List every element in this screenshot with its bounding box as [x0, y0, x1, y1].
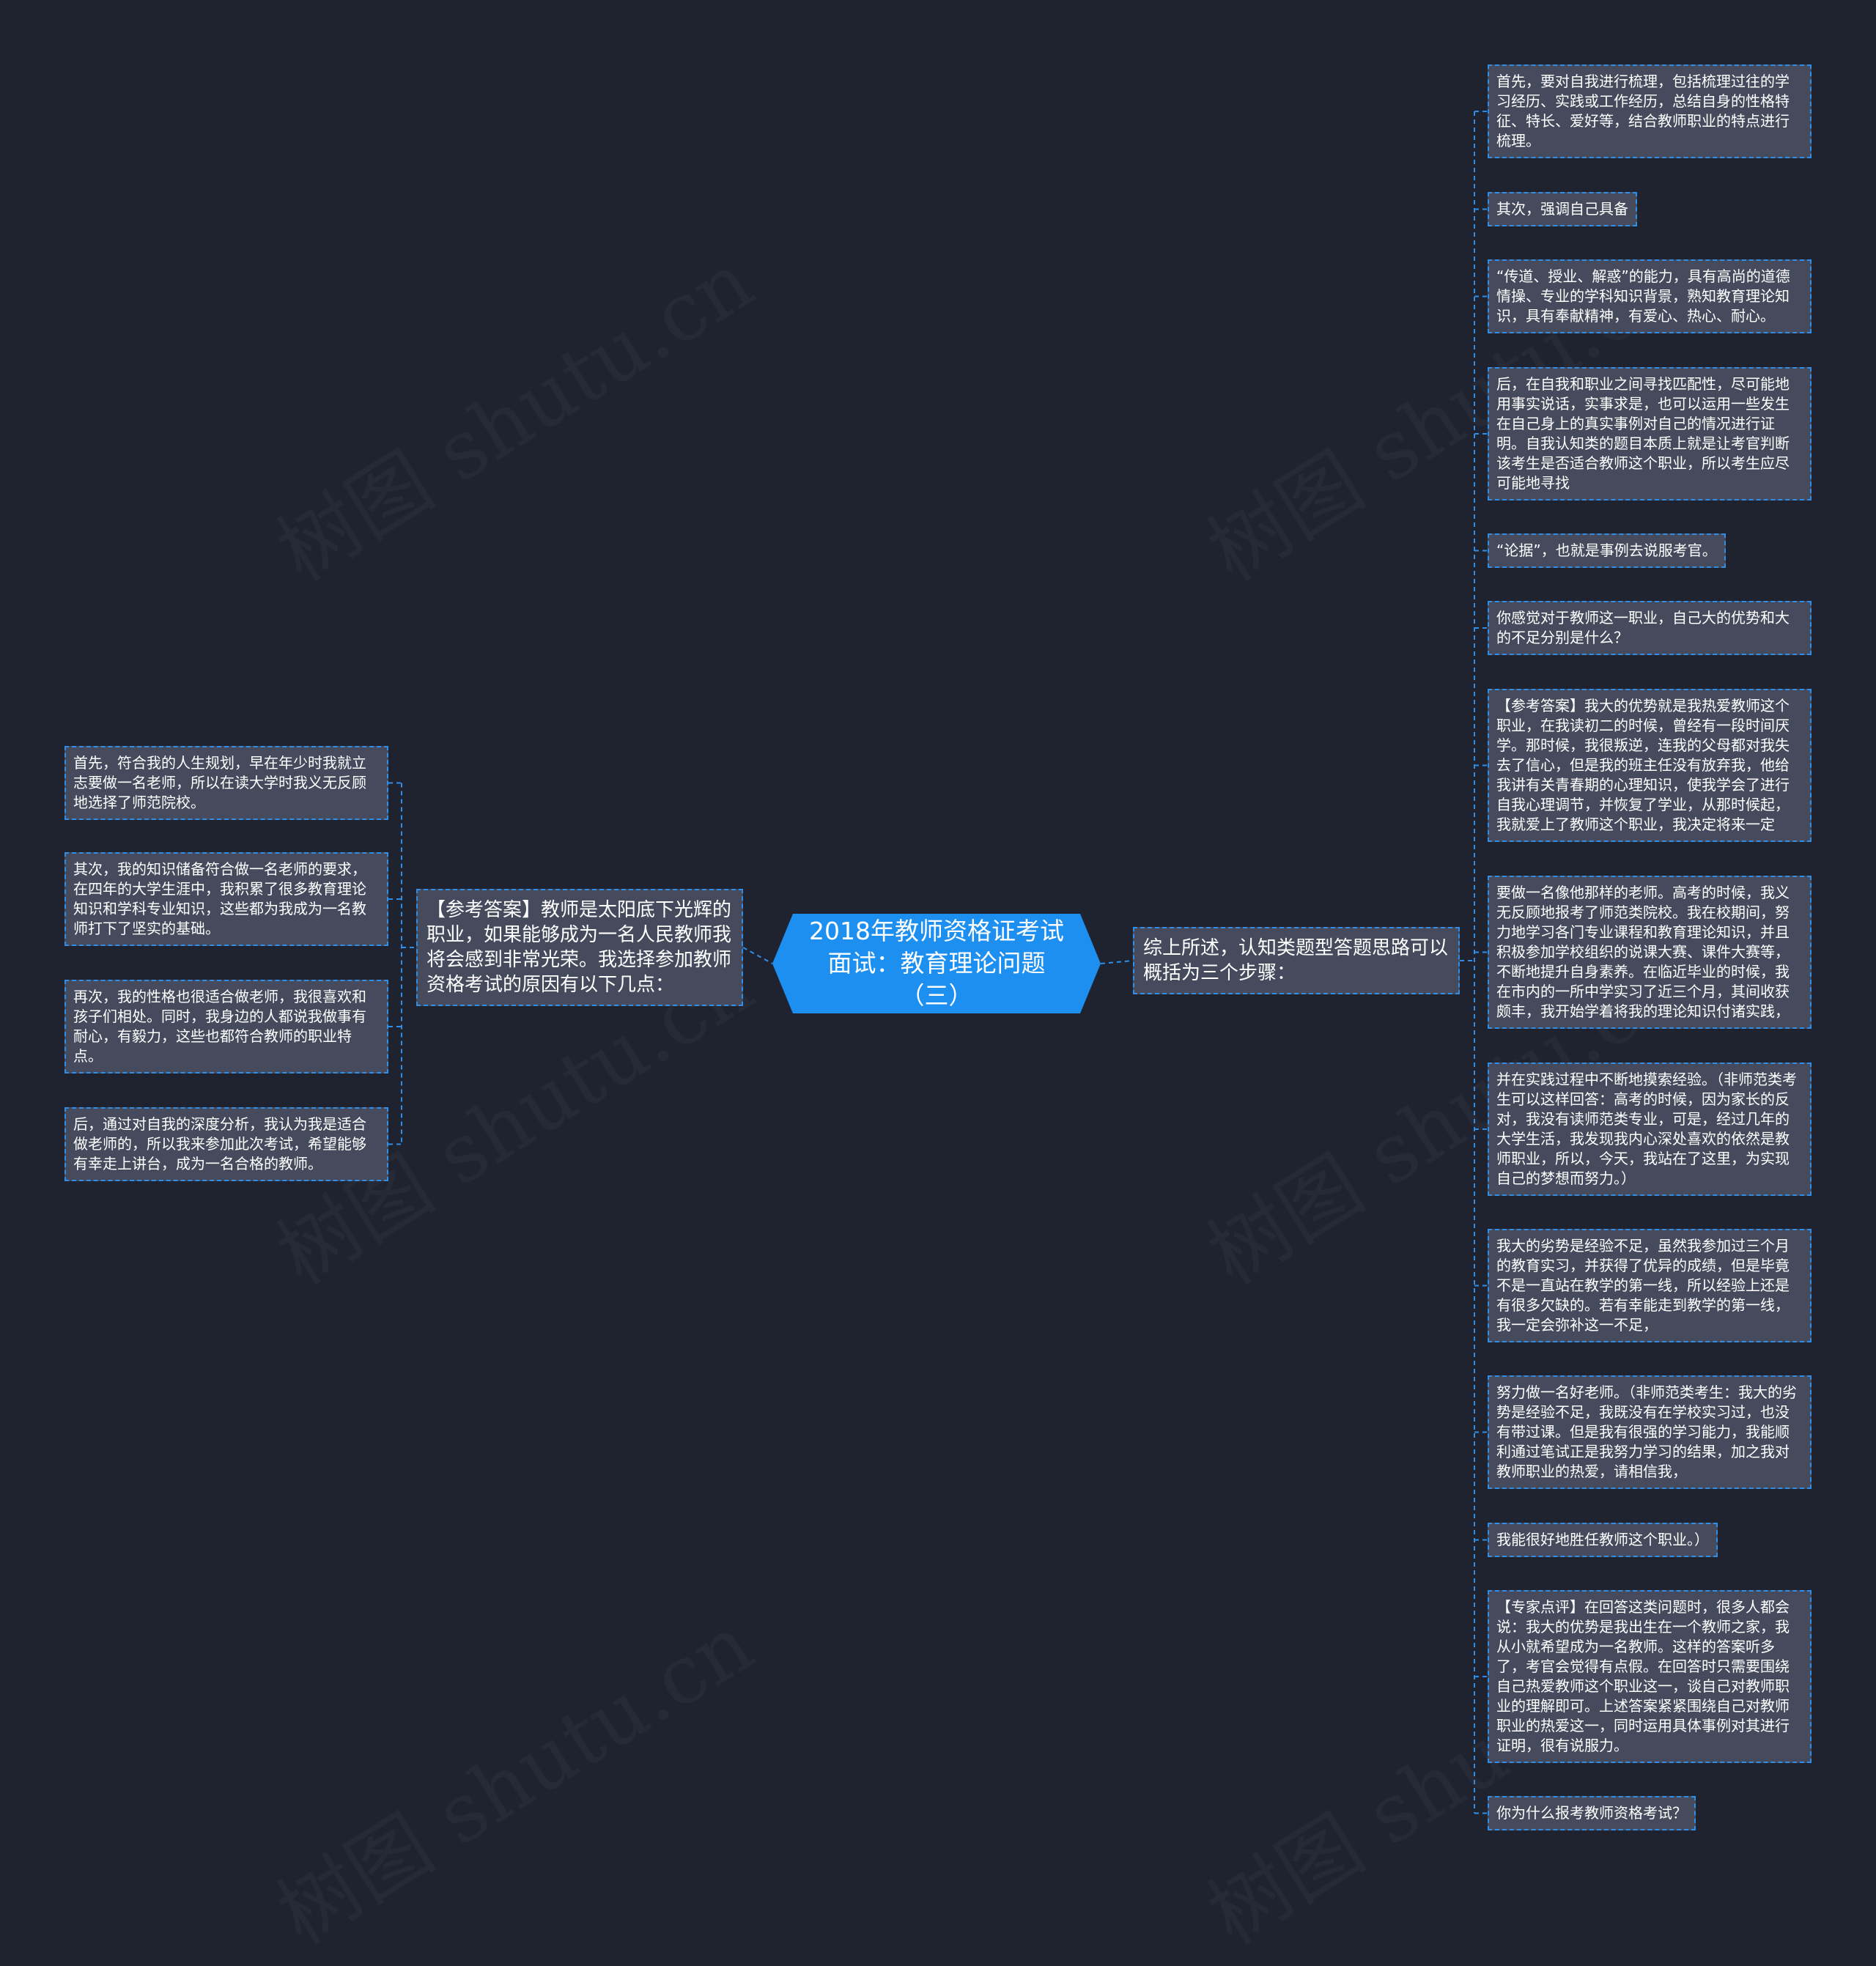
- right-leaf-node[interactable]: 我大的劣势是经验不足，虽然我参加过三个月的教育实习，并获得了优异的成绩，但是毕竟…: [1488, 1229, 1812, 1342]
- root-node[interactable]: 2018年教师资格证考试面试：教育理论问题（三）: [772, 914, 1101, 1013]
- right-leaf-node[interactable]: 其次，强调自己具备: [1488, 192, 1637, 226]
- right-main-node[interactable]: 综上所述，认知类题型答题思路可以概括为三个步骤：: [1133, 927, 1460, 994]
- mind-map-canvas: 树图 shutu.cn 树图 shutu.cn 树图 shutu.cn 树图 s…: [64, 64, 1812, 1830]
- right-leaf-node[interactable]: 我能很好地胜任教师这个职业。）: [1488, 1523, 1718, 1557]
- left-leaf-node[interactable]: 其次，我的知识储备符合做一名老师的要求，在四年的大学生涯中，我积累了很多教育理论…: [64, 852, 388, 946]
- left-leaf-node[interactable]: 再次，我的性格也很适合做老师，我很喜欢和孩子们相处。同时，我身边的人都说我做事有…: [64, 980, 388, 1073]
- connector-line: [742, 947, 773, 964]
- right-leaf-node[interactable]: 你为什么报考教师资格考试？: [1488, 1796, 1696, 1830]
- right-leaf-node[interactable]: 【参考答案】我大的优势就是我热爱教师这个职业，在我读初二的时候，曾经有一段时间厌…: [1488, 689, 1812, 842]
- connector-line: [1100, 960, 1134, 964]
- connector-lines: [388, 111, 1488, 1814]
- left-leaf-node[interactable]: 首先，符合我的人生规划，早在年少时我就立志要做一名老师，所以在读大学时我义无反顾…: [64, 746, 388, 820]
- right-leaf-node[interactable]: “传道、授业、解惑”的能力，具有高尚的道德情操、专业的学科知识背景，熟知教育理论…: [1488, 259, 1812, 333]
- right-leaf-node[interactable]: “论据”，也就是事例去说服考官。: [1488, 533, 1726, 568]
- right-leaf-node[interactable]: 要做一名像他那样的老师。高考的时候，我义无反顾地报考了师范类院校。我在校期间，努…: [1488, 876, 1812, 1029]
- left-leaf-node[interactable]: 后，通过对自我的深度分析，我认为我是适合做老师的，所以我来参加此次考试，希望能够…: [64, 1107, 388, 1181]
- right-leaf-node[interactable]: 并在实践过程中不断地摸索经验。（非师范类考生可以这样回答：高考的时候，因为家长的…: [1488, 1063, 1812, 1196]
- right-leaf-node[interactable]: 你感觉对于教师这一职业，自己大的优势和大的不足分别是什么？: [1488, 601, 1812, 655]
- left-main-node[interactable]: 【参考答案】教师是太阳底下光辉的职业，如果能够成为一名人民教师我将会感到非常光荣…: [416, 889, 743, 1006]
- right-leaf-node[interactable]: 首先，要对自我进行梳理，包括梳理过往的学习经历、实践或工作经历，总结自身的性格特…: [1488, 64, 1812, 158]
- right-leaf-node[interactable]: 努力做一名好老师。（非师范类考生：我大的劣势是经验不足，我既没有在学校实习过，也…: [1488, 1375, 1812, 1489]
- root-title: 2018年教师资格证考试面试：教育理论问题（三）: [809, 917, 1064, 1010]
- right-leaf-node[interactable]: 【专家点评】在回答这类问题时，很多人都会说：我大的优势是我出生在一个教师之家，我…: [1488, 1590, 1812, 1763]
- right-leaf-node[interactable]: 后，在自我和职业之间寻找匹配性，尽可能地用事实说话，实事求是，也可以运用一些发生…: [1488, 367, 1812, 500]
